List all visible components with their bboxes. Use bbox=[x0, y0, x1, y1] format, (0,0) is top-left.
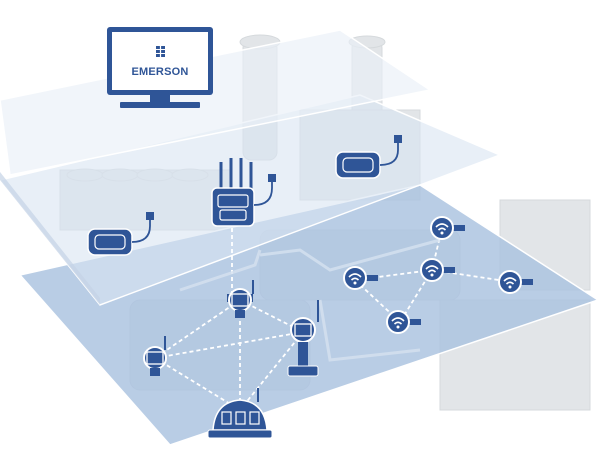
monitor-icon bbox=[107, 27, 213, 108]
piping bbox=[179, 238, 441, 362]
wifi-node-icon bbox=[343, 266, 378, 290]
control-room-layer bbox=[0, 29, 432, 176]
interface-module-icon bbox=[87, 212, 154, 256]
interface-module-icon bbox=[335, 135, 402, 179]
monitor-brand-label: EMERSON bbox=[131, 66, 189, 78]
wireless-adapter-icon bbox=[207, 388, 273, 439]
gateway-layer-edge bbox=[0, 172, 100, 305]
pressure-transmitter-icon bbox=[143, 336, 167, 376]
pressure-transmitter-icon bbox=[227, 280, 254, 318]
wifi-node-icon bbox=[420, 258, 455, 282]
emerson-logo-icon bbox=[156, 44, 165, 59]
wireless-gateway-icon bbox=[211, 158, 276, 227]
wifi-node-icon bbox=[498, 270, 533, 294]
wifi-node-icon bbox=[386, 310, 421, 334]
level-transmitter-icon bbox=[287, 300, 319, 377]
wifi-node-icon bbox=[430, 216, 465, 240]
